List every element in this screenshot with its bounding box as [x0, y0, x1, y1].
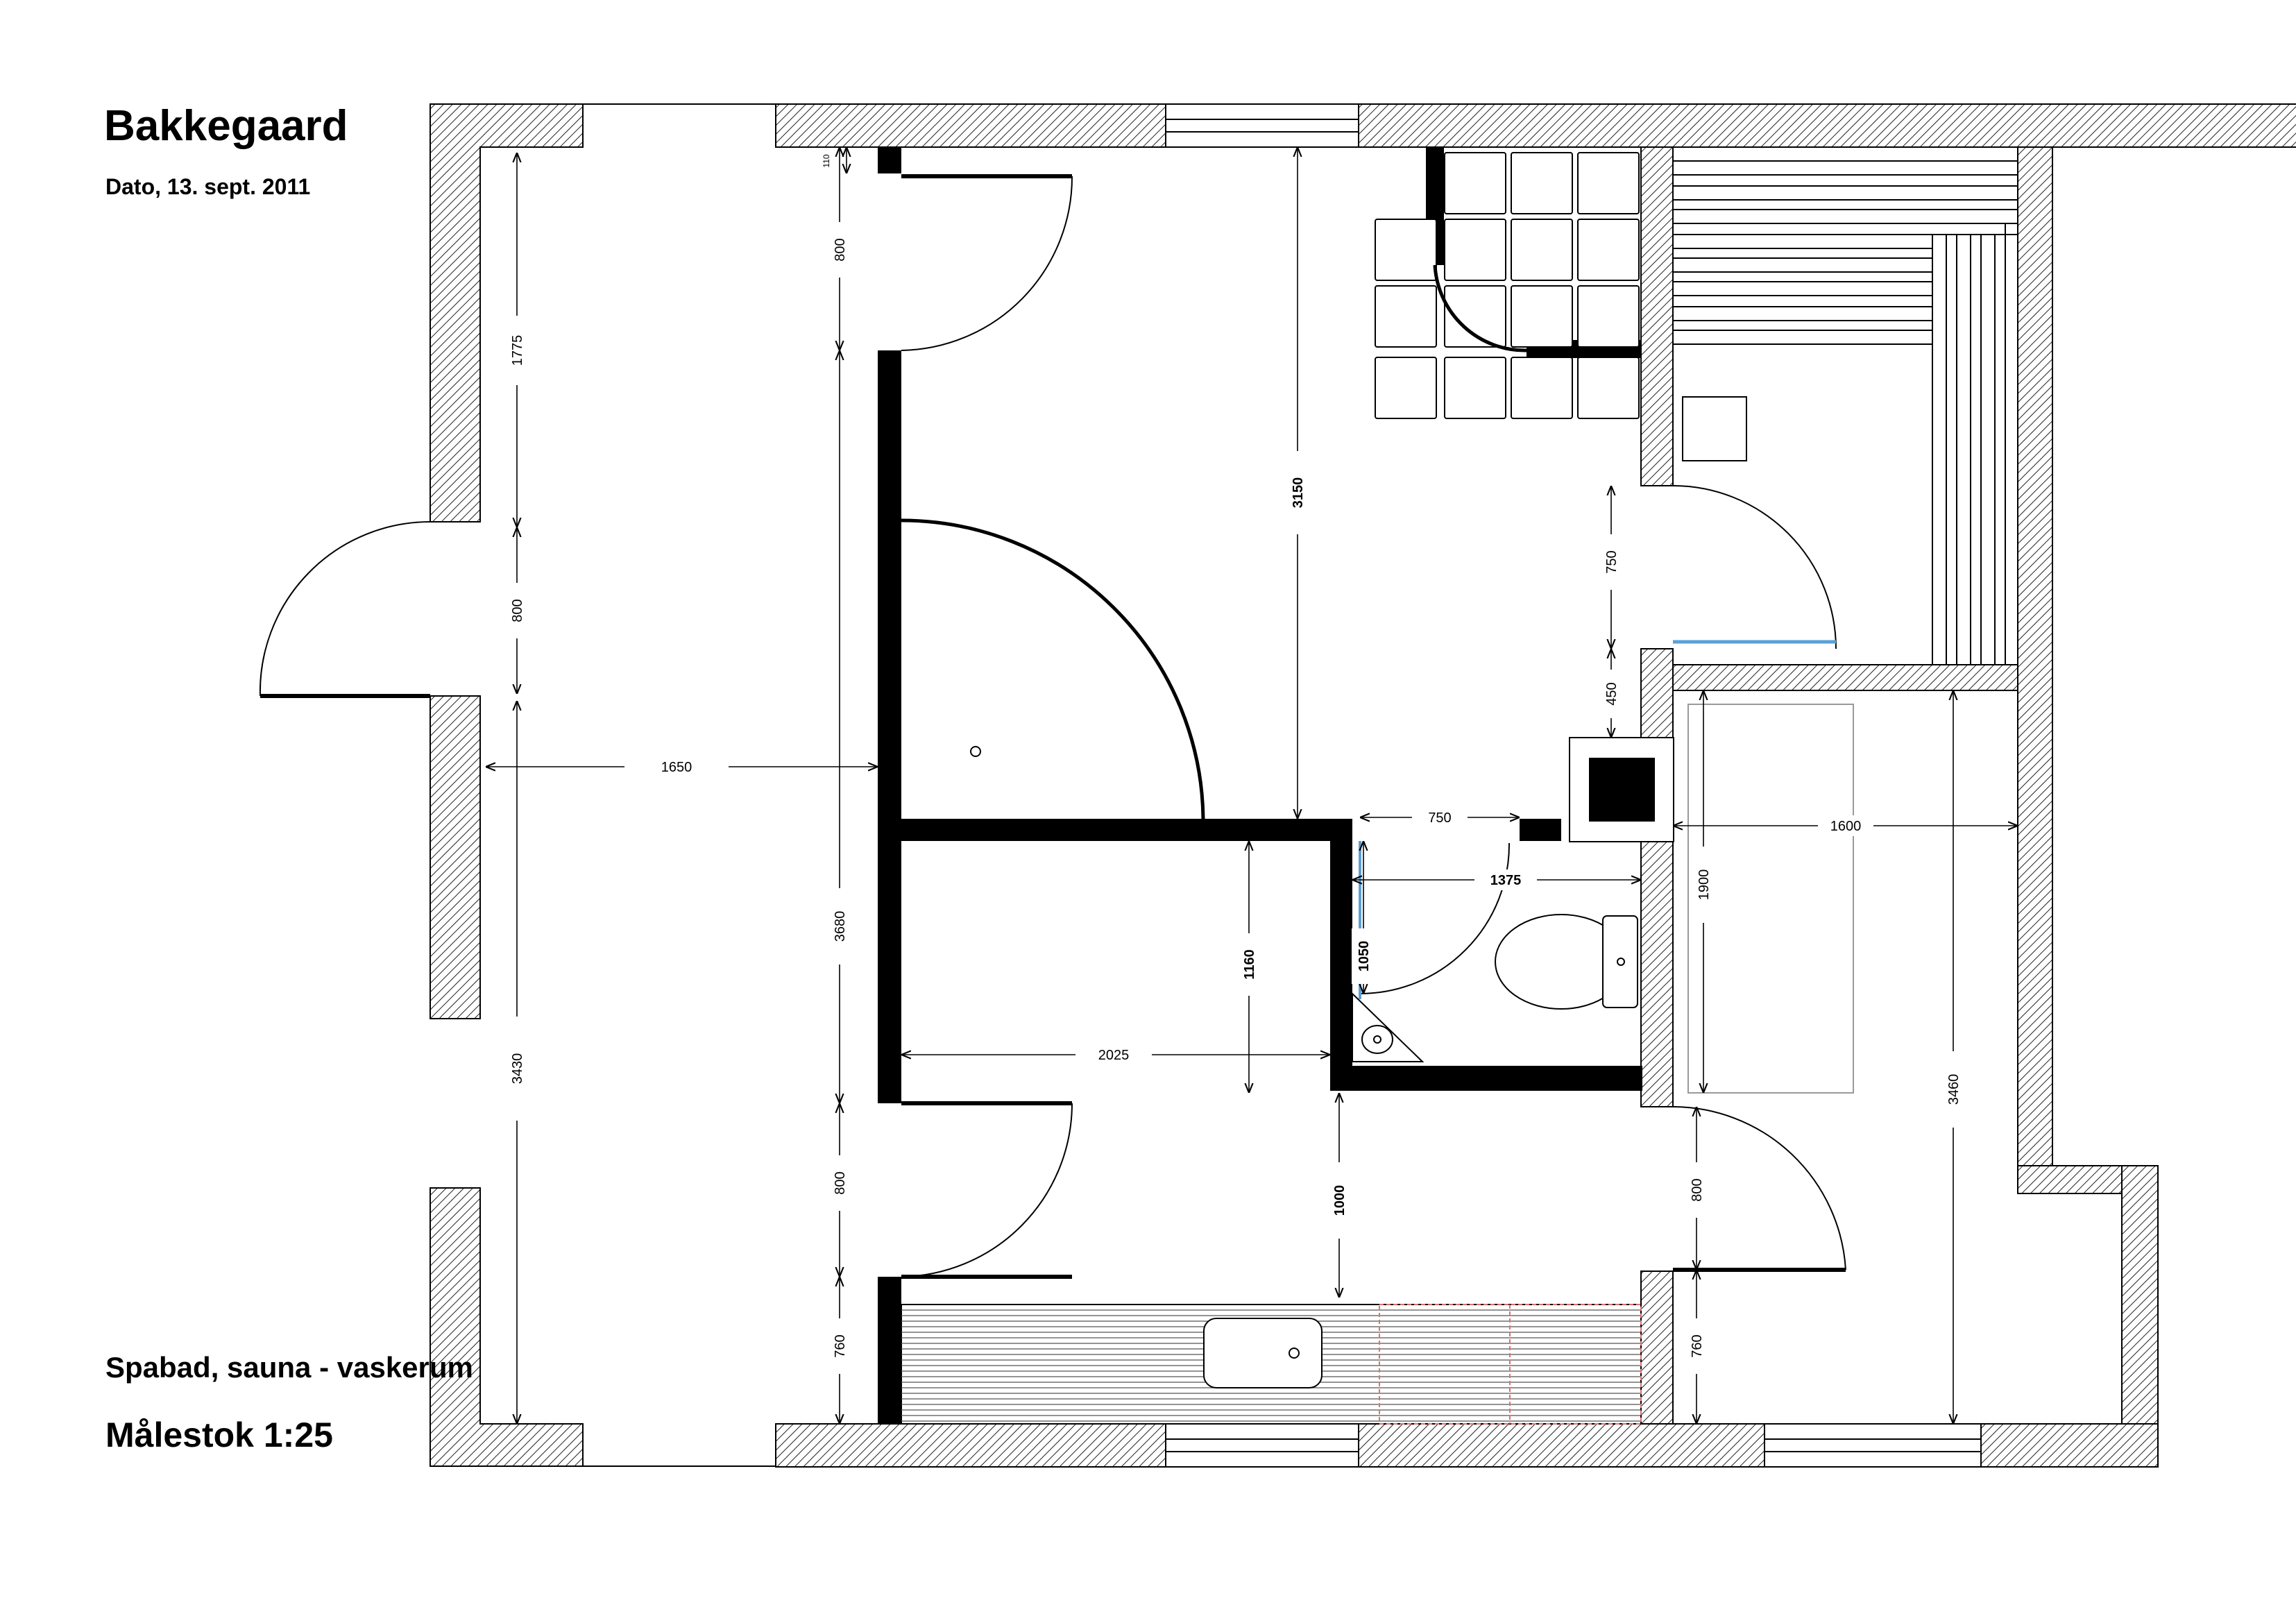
dim-3150: 3150 — [1291, 477, 1306, 509]
shower-tiles — [1375, 152, 1640, 419]
windows — [1165, 103, 1982, 1468]
dim-800-left: 800 — [510, 599, 525, 622]
dim-1900: 1900 — [1697, 869, 1712, 901]
door-swing-left — [259, 521, 431, 697]
dim-3680: 3680 — [833, 911, 848, 942]
wall-edges — [583, 103, 776, 1467]
exterior-walls — [430, 103, 2296, 1468]
dim-760-right: 760 — [1690, 1334, 1705, 1357]
wall-bottom-mid — [1358, 1423, 1765, 1468]
drawing-scale: Målestok 1:25 — [105, 1416, 333, 1454]
spa-sink — [1203, 1318, 1323, 1388]
laundry-bench-outline — [1687, 704, 1854, 1094]
wall-long-vertical — [878, 350, 901, 1103]
wall-top-mid — [1358, 103, 2296, 148]
wall-horizontal-mid — [901, 819, 1352, 841]
dim-450: 450 — [1604, 682, 1619, 705]
door-swing-toilet — [1359, 842, 1511, 994]
dim-750-h: 750 — [1428, 810, 1451, 826]
dim-3460: 3460 — [1946, 1074, 1962, 1105]
door-leaves — [260, 174, 1846, 1279]
interior-walls — [878, 147, 1642, 1424]
spa-floor-drain — [970, 746, 981, 757]
wall-bottom-right — [1980, 1423, 2159, 1468]
dim-1650: 1650 — [661, 760, 692, 775]
wall-sauna-south — [1672, 664, 2018, 691]
sauna-heater — [1682, 396, 1747, 461]
dim-800-top: 800 — [833, 238, 848, 261]
dim-1775: 1775 — [510, 335, 525, 366]
dim-1160: 1160 — [1242, 949, 1257, 979]
toilet — [1495, 914, 1638, 1010]
wall-right-lower — [2121, 1165, 2159, 1425]
wall-sauna-west-lower — [1640, 648, 1674, 1107]
drawing-date: Dato, 13. sept. 2011 — [105, 174, 310, 199]
window-bottom-mid — [1165, 1423, 1359, 1468]
sauna-benches — [1673, 160, 2018, 665]
dim-1050: 1050 — [1357, 941, 1372, 972]
heat-pump-unit — [1569, 737, 1674, 842]
dim-760-left: 760 — [833, 1334, 848, 1357]
door-swing-large — [901, 518, 1205, 819]
window-bottom-right — [1764, 1423, 1982, 1468]
dim-800-right: 800 — [1690, 1178, 1705, 1201]
dim-1000: 1000 — [1332, 1185, 1347, 1216]
window-top — [1165, 103, 1359, 148]
wall-laundry-west — [1640, 1271, 1674, 1425]
corner-sink — [1352, 992, 1425, 1062]
door-swing-sauna — [1672, 485, 1837, 649]
door-swing-laundry — [1672, 1106, 1846, 1271]
wall-right-step — [2017, 1165, 2123, 1194]
wall-left-upper — [430, 103, 584, 522]
wall-lower-vertical — [878, 1277, 901, 1424]
wall-sauna-west — [1640, 146, 1674, 486]
dim-110: 110 — [822, 154, 831, 167]
drawing-title: Bakkegaard — [104, 102, 348, 150]
wall-toilet-south — [1330, 1066, 1642, 1091]
wall-toilet-west — [1330, 819, 1352, 1091]
wall-stub-top — [878, 147, 901, 173]
wall-top-left — [775, 103, 1166, 148]
dim-750-door: 750 — [1604, 550, 1619, 573]
wall-right-upper — [2017, 146, 2053, 1166]
room-description: Spabad, sauna - vaskerum — [105, 1351, 473, 1384]
dim-1600: 1600 — [1830, 819, 1862, 834]
door-swing-top — [901, 176, 1073, 351]
wall-left-middle — [430, 695, 481, 1019]
spa-deck-outline-red — [1379, 1304, 1642, 1425]
dim-800-mid: 800 — [833, 1171, 848, 1194]
door-swing-mid — [901, 1103, 1073, 1277]
wall-toilet-north-stub — [1520, 819, 1561, 841]
shower-door-arc — [1433, 264, 1527, 352]
dimension-lines — [486, 147, 2018, 1424]
dim-3430: 3430 — [510, 1053, 525, 1085]
wall-bottom-left — [775, 1423, 1166, 1468]
dim-1375: 1375 — [1490, 873, 1522, 888]
dim-2025: 2025 — [1098, 1048, 1130, 1063]
wall-left-lower — [430, 1187, 584, 1467]
